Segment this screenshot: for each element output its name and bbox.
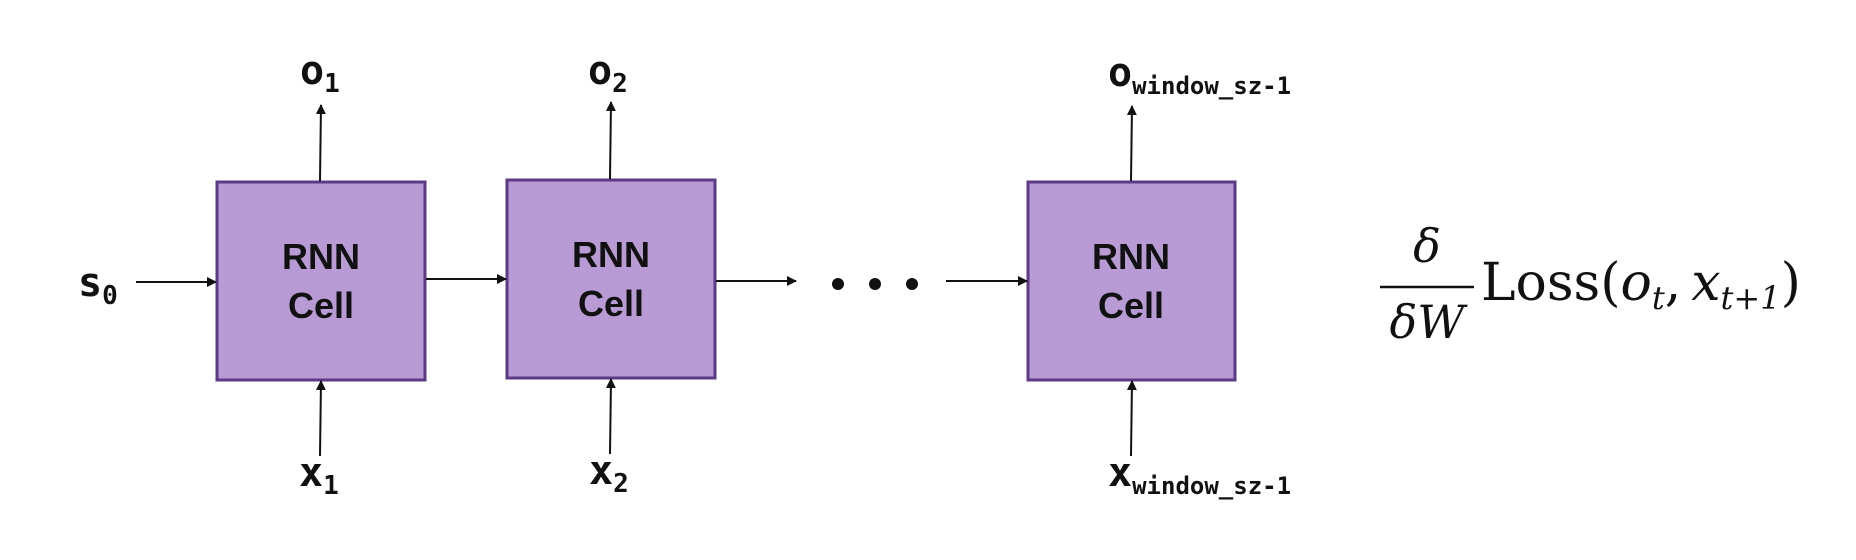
rnn-cell-2-line2: Cell [578,283,644,324]
input-arrow-1 [315,380,326,457]
output-arrow-3 [1126,105,1137,182]
formula-arg2: x [1691,253,1720,313]
formula-arg1: o [1621,253,1652,313]
input-label-3: xwindow_sz-1 [1108,450,1291,500]
output-label-2: o2 [588,48,628,99]
input-1-sub: 1 [323,471,339,501]
input-arrow-3 [1126,380,1137,457]
input-2-sub: 2 [613,469,629,499]
output-2-base: o [588,48,612,94]
rnn-cell-1-line1: RNN [282,236,360,277]
input-3-base: x [1108,450,1132,496]
rnn-cell-3-line2: Cell [1098,285,1164,326]
loss-gradient-formula: δ δW Loss(ot,xt+1) [1380,219,1801,349]
output-2-sub: 2 [612,69,628,99]
rnn-cell-3: RNN Cell [1026,180,1237,382]
input-1-base: x [299,450,323,496]
formula-open-paren: ( [1600,253,1620,313]
output-arrow-2 [605,101,616,180]
output-arrow-1 [315,104,326,182]
rnn-cell-1-line2: Cell [288,285,354,326]
input-3-sub: window_sz-1 [1132,472,1291,500]
formula-arg1-sub: t [1652,279,1665,317]
rnn-cell-2-line1: RNN [572,234,650,275]
output-1-base: o [300,48,324,94]
formula-body: Loss(ot,xt+1) [1481,253,1801,317]
output-label-1: o1 [300,48,340,99]
input-2-base: x [589,448,613,494]
input-label-2: x2 [589,448,629,499]
initial-state-sub: 0 [102,281,118,311]
formula-close-paren: ) [1781,253,1801,313]
formula-comma: , [1665,253,1682,313]
input-arrow-2 [605,378,616,455]
rnn-cell-2: RNN Cell [505,178,717,380]
output-1-sub: 1 [324,69,340,99]
rnn-cell-1: RNN Cell [215,180,427,382]
initial-state-label: s0 [78,260,118,311]
output-label-3: owindow_sz-1 [1108,50,1291,100]
formula-numerator: δ [1413,219,1441,273]
output-3-sub: window_sz-1 [1132,72,1291,100]
input-label-1: x1 [299,450,339,501]
formula-denominator: δW [1390,295,1469,349]
formula-loss: Loss [1481,253,1600,313]
output-3-base: o [1108,50,1132,96]
initial-state-base: s [78,260,102,306]
ellipsis [832,278,918,290]
rnn-cell-3-line1: RNN [1092,236,1170,277]
formula-arg2-sub: t+1 [1721,279,1781,317]
